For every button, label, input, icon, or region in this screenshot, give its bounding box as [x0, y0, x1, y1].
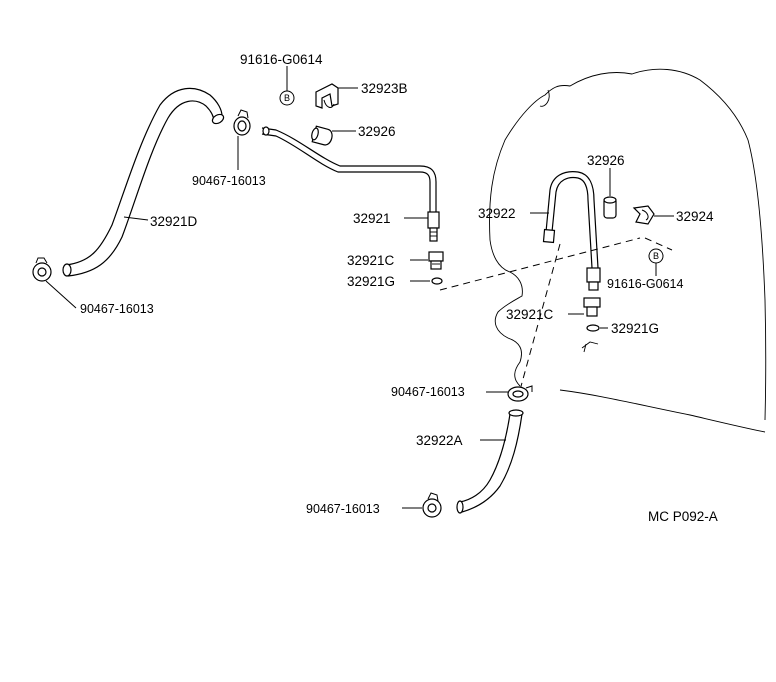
clamp-32923b-icon — [315, 83, 339, 109]
diagram-code: MC P092-A — [648, 509, 718, 524]
label-union-c-right: 32921C — [506, 307, 554, 322]
sleeve-32926-top-icon — [311, 125, 333, 146]
sleeve-32926-right-icon — [603, 196, 617, 219]
label-sleeve-top: 32926 — [358, 124, 396, 139]
hose-clamp-bottom-icon — [422, 492, 442, 518]
hose-clamp-mid-icon — [507, 385, 533, 402]
svg-text:B: B — [653, 251, 659, 261]
label-sleeve-right: 32926 — [587, 153, 625, 168]
label-gasket-g-left: 32921G — [347, 274, 395, 289]
label-hose-clamp-top: 90467-16013 — [192, 174, 266, 188]
fitting-port-icon — [581, 341, 599, 353]
label-tube-32922: 32922 — [478, 206, 516, 221]
label-hose-clamp-left: 90467-16013 — [80, 302, 154, 316]
tube-32922 — [542, 171, 601, 291]
hose-32921d — [62, 87, 225, 277]
label-gasket-g-right: 32921G — [611, 321, 659, 336]
label-clamp-32923b: 32923B — [361, 81, 408, 96]
label-bolt-top: 91616-G0614 — [240, 52, 323, 67]
gasket-32921g-right-icon — [586, 324, 600, 332]
leader-lines — [45, 66, 674, 509]
hose-clamp-left-icon — [32, 257, 52, 282]
gasket-32921g-left-icon — [431, 277, 443, 285]
label-hose-32921d: 32921D — [150, 214, 198, 229]
label-clamp-32924: 32924 — [676, 209, 714, 224]
bolt-marker-b-right: B — [648, 248, 664, 264]
assembly-dashed-lines — [439, 237, 673, 391]
transmission-housing-outline — [489, 68, 767, 433]
svg-text:B: B — [284, 93, 290, 103]
label-hose-clamp-bottom: 90467-16013 — [306, 502, 380, 516]
hose-32922a — [456, 409, 524, 514]
label-bolt-right: 91616-G0614 — [607, 277, 684, 291]
label-hose-clamp-mid: 90467-16013 — [391, 385, 465, 399]
label-tube-32921: 32921 — [353, 211, 391, 226]
tube-32921 — [261, 126, 440, 242]
bolt-marker-b-top: B — [279, 90, 295, 106]
union-32921c-left-icon — [428, 251, 444, 270]
label-hose-32922a: 32922A — [416, 433, 463, 448]
union-32921c-right-icon — [583, 297, 601, 317]
hose-clamp-top-icon — [233, 109, 251, 136]
label-union-c-left: 32921C — [347, 253, 395, 268]
clamp-32924-icon — [632, 205, 655, 225]
